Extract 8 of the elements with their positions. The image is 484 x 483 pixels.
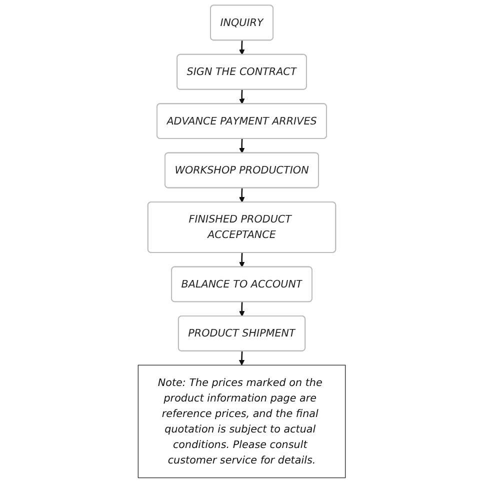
arrow [239,90,245,104]
node-box: Note: The prices marked on the product information page are reference prices, and the final quotation is subject to actual conditions. Please consult customer service for details. [138,364,346,478]
arrow [239,40,245,55]
arrow [239,188,245,203]
arrow [239,351,245,366]
arrow [239,138,245,154]
arrow [239,302,245,317]
arrow [239,252,245,268]
